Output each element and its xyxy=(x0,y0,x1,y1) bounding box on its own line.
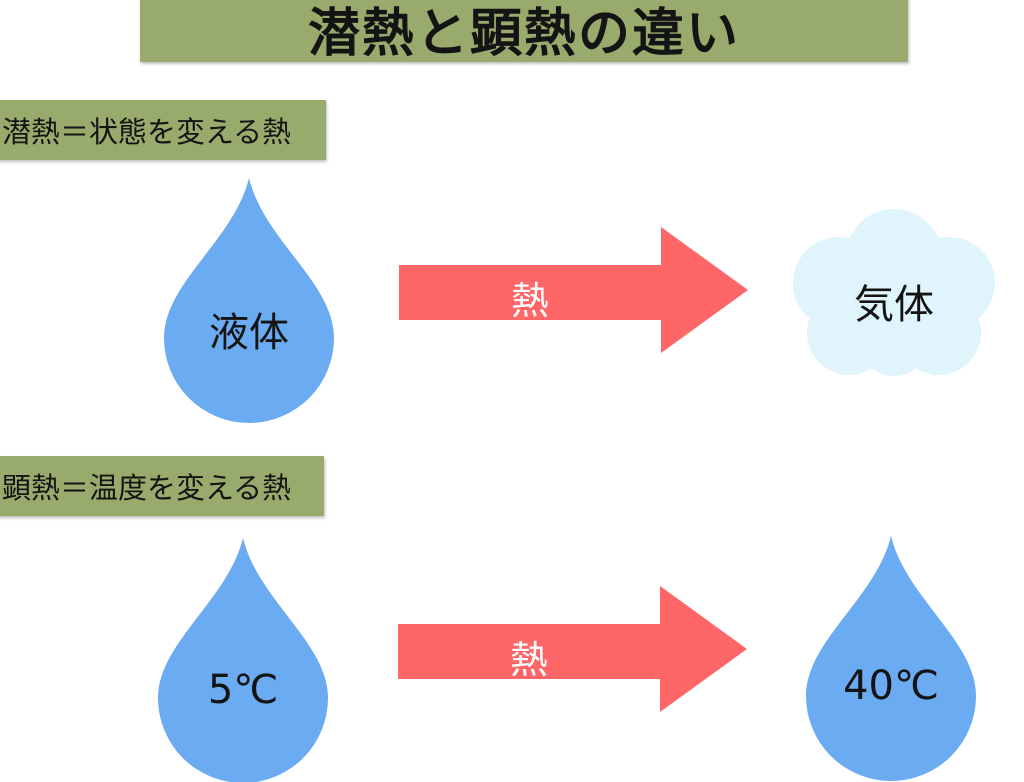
sensible-heat-label: 顕熱＝温度を変える熱 xyxy=(2,471,292,505)
heat-arrow-1-icon xyxy=(399,227,748,353)
water-40c-drop-icon xyxy=(806,536,976,781)
heat-arrow-2-icon xyxy=(398,586,747,712)
gas-text: 気体 xyxy=(854,282,934,328)
page-title: 潜熱と顕熱の違い xyxy=(307,3,740,64)
temp-5c-text: 5℃ xyxy=(207,667,279,713)
liquid-text: 液体 xyxy=(209,310,289,356)
heat-arrow-2-label: 熱 xyxy=(509,638,548,682)
title-banner: 潜熱と顕熱の違い xyxy=(140,0,908,64)
latent-heat-label-box: 潜熱＝状態を変える熱 xyxy=(0,100,326,160)
liquid-drop-icon xyxy=(164,178,334,423)
heat-arrow-1-label: 熱 xyxy=(510,279,549,323)
temp-40c-text: 40℃ xyxy=(843,663,939,709)
latent-heat-label: 潜熱＝状態を変える熱 xyxy=(2,115,292,149)
gas-cloud-icon xyxy=(793,209,995,376)
sensible-heat-label-box: 顕熱＝温度を変える熱 xyxy=(0,456,324,516)
water-5c-drop-icon xyxy=(158,538,328,782)
